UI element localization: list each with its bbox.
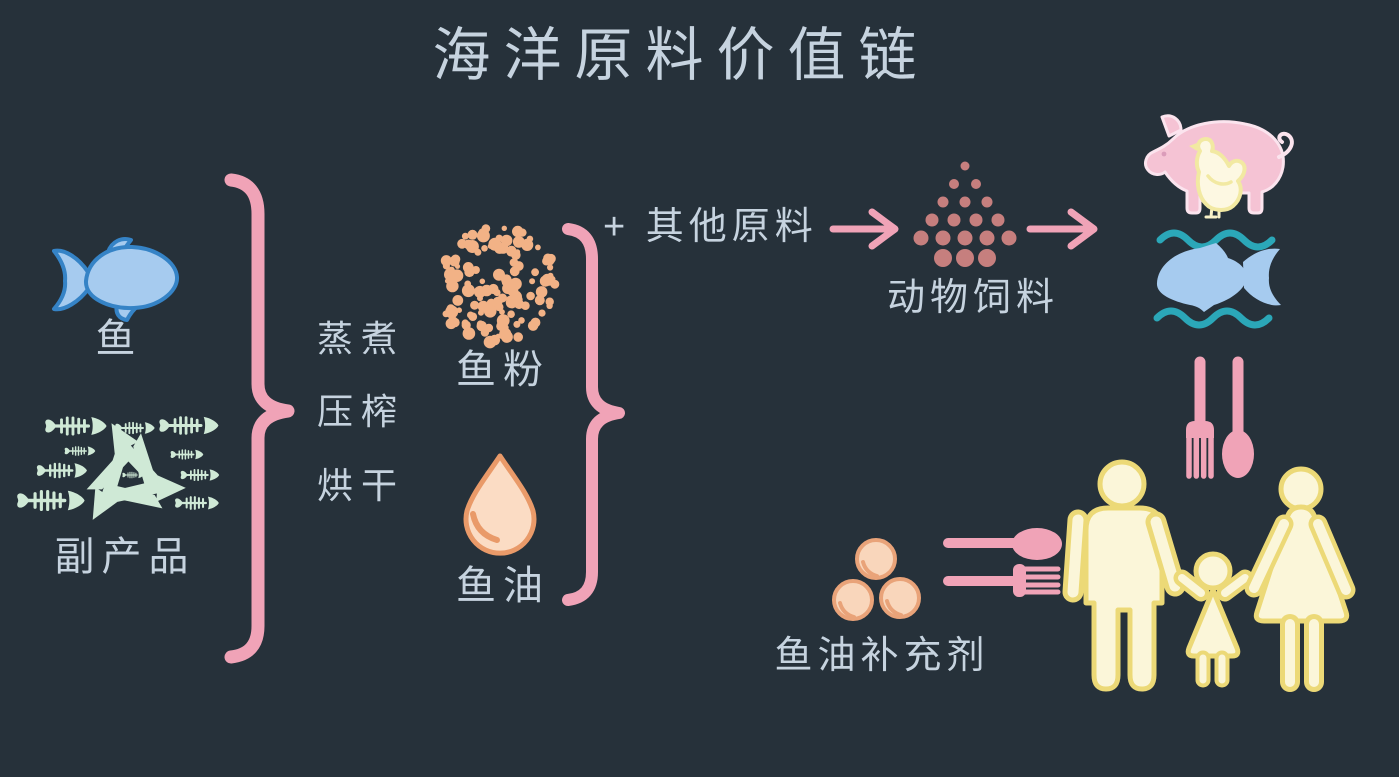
fork-icon	[1186, 356, 1214, 479]
recycle-icon	[72, 416, 186, 543]
fishmeal-label: 鱼粉	[456, 348, 550, 392]
fish-icon	[52, 237, 179, 322]
family-child-icon	[1173, 551, 1254, 688]
process-step-drying: 烘干	[317, 465, 406, 506]
fish-label: 鱼	[95, 317, 143, 361]
fishoil-label: 鱼油	[456, 564, 550, 608]
animal-feed-label: 动物饲料	[886, 277, 1060, 319]
oil-drop-icon	[463, 453, 537, 556]
fishmeal-dots-icon	[440, 224, 560, 349]
byproducts-label: 副产品	[54, 535, 196, 579]
spoon-icon	[1222, 356, 1254, 478]
farmed-fish-icon	[1156, 243, 1281, 312]
process-step-pressing: 压榨	[317, 391, 406, 432]
curly-brace-products	[562, 223, 625, 606]
family-man-icon	[1062, 459, 1186, 692]
spoon-horizontal-icon	[943, 528, 1062, 560]
flow-arrow-icon	[829, 208, 899, 250]
feed-pellets-icon	[913, 161, 1017, 267]
curly-brace-inputs	[224, 173, 295, 664]
supplements-label: 鱼油补充剂	[774, 635, 990, 677]
fork-horizontal-icon	[943, 564, 1061, 597]
family-woman-icon	[1244, 466, 1356, 692]
process-step-cooking: 蒸煮	[317, 318, 406, 359]
supplement-capsules-icon	[832, 538, 921, 621]
page-title: 海洋原料价值链	[432, 23, 930, 88]
other-ingredients-label: + 其他原料	[603, 206, 818, 248]
flow-arrow-icon	[1026, 208, 1098, 250]
waves-icon	[1153, 229, 1276, 329]
chicken-icon	[1189, 137, 1247, 219]
